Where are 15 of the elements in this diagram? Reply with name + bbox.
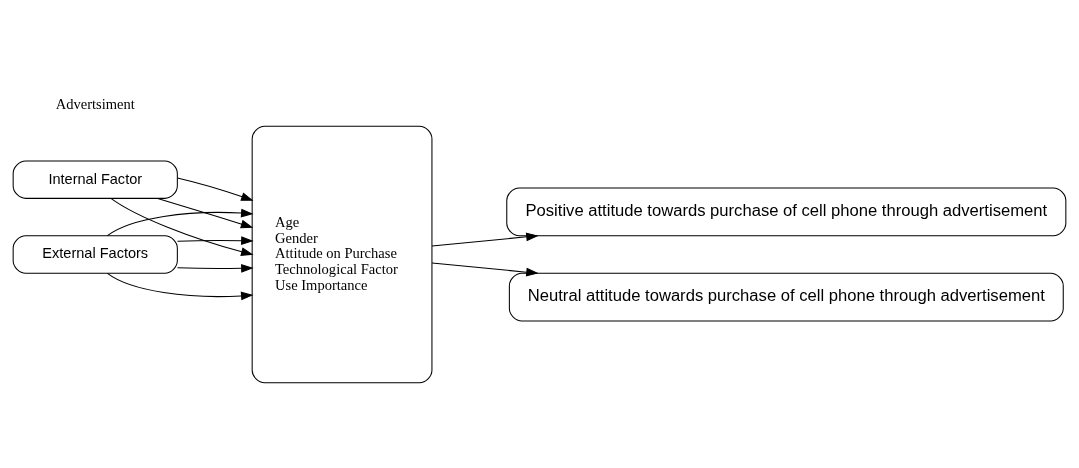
node-box: Positive attitude towards purchase of cell phone through advertisement bbox=[506, 187, 1067, 236]
arrow bbox=[106, 272, 254, 300]
arrow bbox=[106, 208, 254, 236]
arrow bbox=[176, 176, 254, 201]
node-box: Neutral attitude towards purchase of cell phone through advertisement bbox=[508, 272, 1064, 322]
arrow bbox=[157, 197, 254, 228]
arrow bbox=[176, 263, 254, 273]
arrow bbox=[431, 262, 539, 276]
node-box: External Factors bbox=[12, 234, 178, 274]
arrow bbox=[176, 235, 254, 245]
label: Advertsiment bbox=[55, 95, 135, 112]
arrow bbox=[431, 232, 539, 246]
node-box: Age Gender Attitude on Purchase Technological Factor Use Importance bbox=[251, 125, 433, 383]
node-box: Internal Factor bbox=[12, 159, 178, 199]
arrow bbox=[110, 197, 254, 256]
